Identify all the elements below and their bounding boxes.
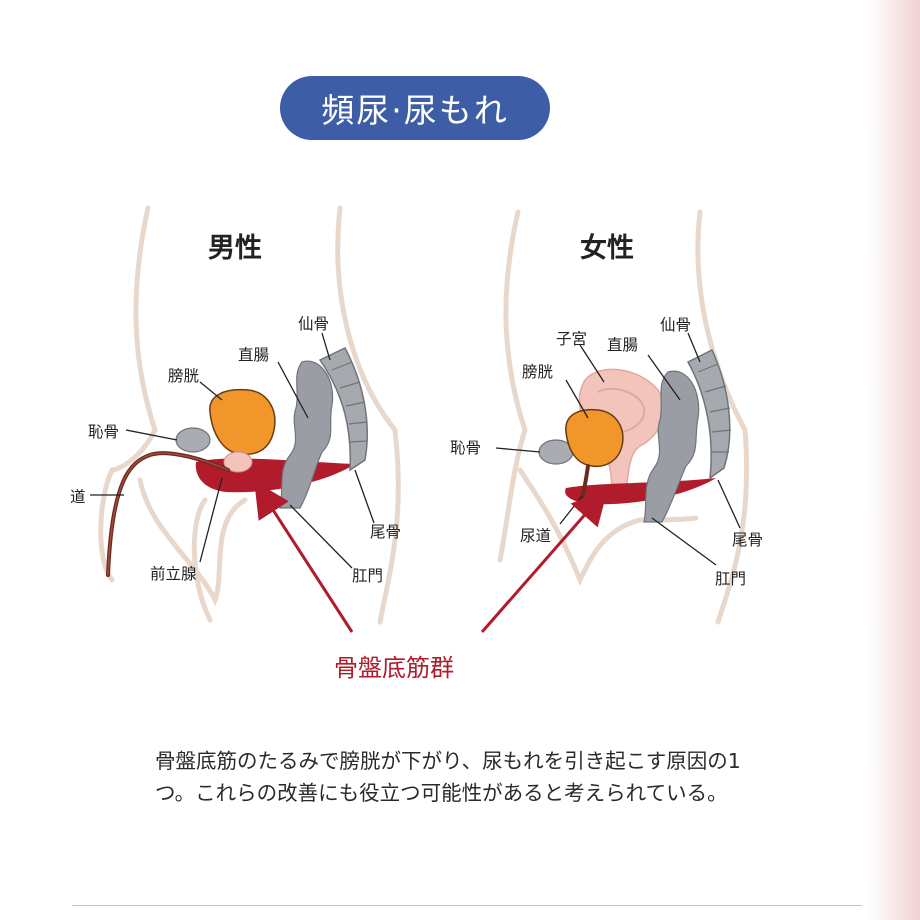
male-leader-lines — [90, 332, 375, 569]
title-banner: 頻尿·尿もれ — [280, 76, 550, 140]
male-leg-outline — [191, 497, 213, 623]
female-back-outline — [695, 209, 750, 625]
female-diagram — [495, 209, 750, 625]
female-bladder — [565, 408, 624, 468]
pelvic-floor-muscles-label: 骨盤底筋群 — [334, 654, 454, 682]
female-label-rectum: 直腸 — [607, 336, 639, 354]
male-body-outline — [98, 205, 158, 583]
male-heading: 男性 — [208, 233, 262, 264]
male-rectum — [279, 360, 334, 509]
description-text: 骨盤底筋のたるみで膀胱が下がり、尿もれを引き起こす原因の1つ。これらの改善にも役… — [155, 749, 741, 805]
male-prostate — [223, 451, 253, 473]
male-label-sacrum: 仙骨 — [298, 315, 330, 333]
male-pubic-bone — [175, 427, 211, 453]
male-back-outline — [335, 205, 401, 625]
female-label-coccyx: 尾骨 — [732, 531, 764, 549]
male-label-prostate: 前立腺 — [150, 565, 197, 583]
female-body-outline — [497, 209, 528, 563]
page-edge-stripe — [868, 0, 920, 920]
female-label-pubis: 恥骨 — [450, 439, 482, 457]
female-sacrum — [686, 348, 731, 480]
male-thigh-outline — [137, 477, 248, 607]
female-label-uterus: 子宮 — [556, 330, 588, 348]
male-sacrum-segments — [331, 361, 368, 443]
male-label-rectum: 直腸 — [238, 346, 270, 364]
male-label-coccyx: 尾骨 — [370, 523, 402, 541]
female-uterus-cavity — [597, 387, 646, 433]
male-bladder — [209, 388, 276, 456]
female-label-bladder: 膀胱 — [522, 363, 554, 381]
page-title: 頻尿·尿もれ — [321, 91, 509, 130]
bottom-rule — [72, 905, 862, 906]
female-label-sacrum: 仙骨 — [660, 316, 692, 334]
female-label-urethra: 尿道 — [520, 527, 552, 545]
male-label-pubis: 恥骨 — [88, 423, 120, 441]
female-label-anus: 肛門 — [715, 570, 747, 588]
male-label-anus: 肛門 — [352, 567, 384, 585]
male-urethra-inner — [107, 452, 229, 576]
female-heading: 女性 — [580, 233, 634, 264]
female-pelvic-floor-muscle — [565, 478, 716, 505]
female-sacrum-segments — [697, 363, 732, 453]
female-muscle-arrow — [480, 488, 608, 633]
male-sacrum — [318, 347, 368, 472]
male-label-urethra: 道 — [70, 488, 86, 506]
male-label-bladder: 膀胱 — [168, 367, 200, 385]
male-diagram — [90, 205, 401, 625]
male-muscle-arrow — [254, 480, 354, 633]
female-rectum — [643, 370, 700, 523]
muscle-arrows — [254, 480, 608, 633]
